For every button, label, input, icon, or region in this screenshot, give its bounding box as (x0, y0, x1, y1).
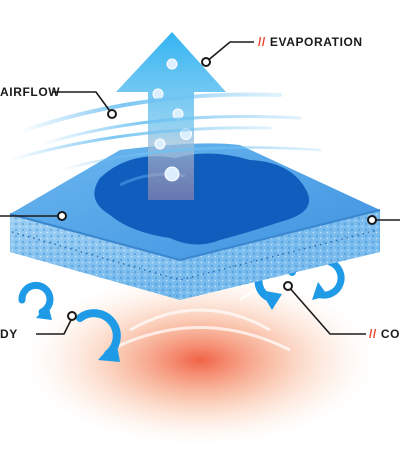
body-heat-glow (25, 275, 375, 445)
up-arrow-icon (116, 32, 226, 200)
leader-line-icon (0, 41, 400, 335)
body-label: DY (0, 327, 18, 341)
label-slash: // (258, 35, 266, 49)
airflow-streaks (8, 92, 322, 172)
airflow-text: AIRFLOW (0, 85, 61, 99)
fabric-mesh-right (180, 210, 380, 300)
label-slash: // (369, 327, 377, 341)
airflow-label: AIRFLOW (0, 85, 60, 99)
circular-arrow-icon (260, 290, 282, 310)
evaporation-text: EVAPORATION (269, 35, 363, 49)
leader-dot-icon (57, 57, 377, 321)
cooling-label: //CO (369, 327, 400, 341)
body-text: DY (0, 327, 18, 341)
evaporation-label: //EVAPORATION (258, 35, 363, 49)
cooling-text: CO (380, 327, 400, 341)
heat-waves (109, 283, 321, 352)
circular-arrow-icon (36, 304, 52, 320)
circular-arrow-icon (312, 282, 328, 300)
circular-arrow-icon (98, 340, 120, 362)
fabric-mesh-front (10, 214, 180, 300)
